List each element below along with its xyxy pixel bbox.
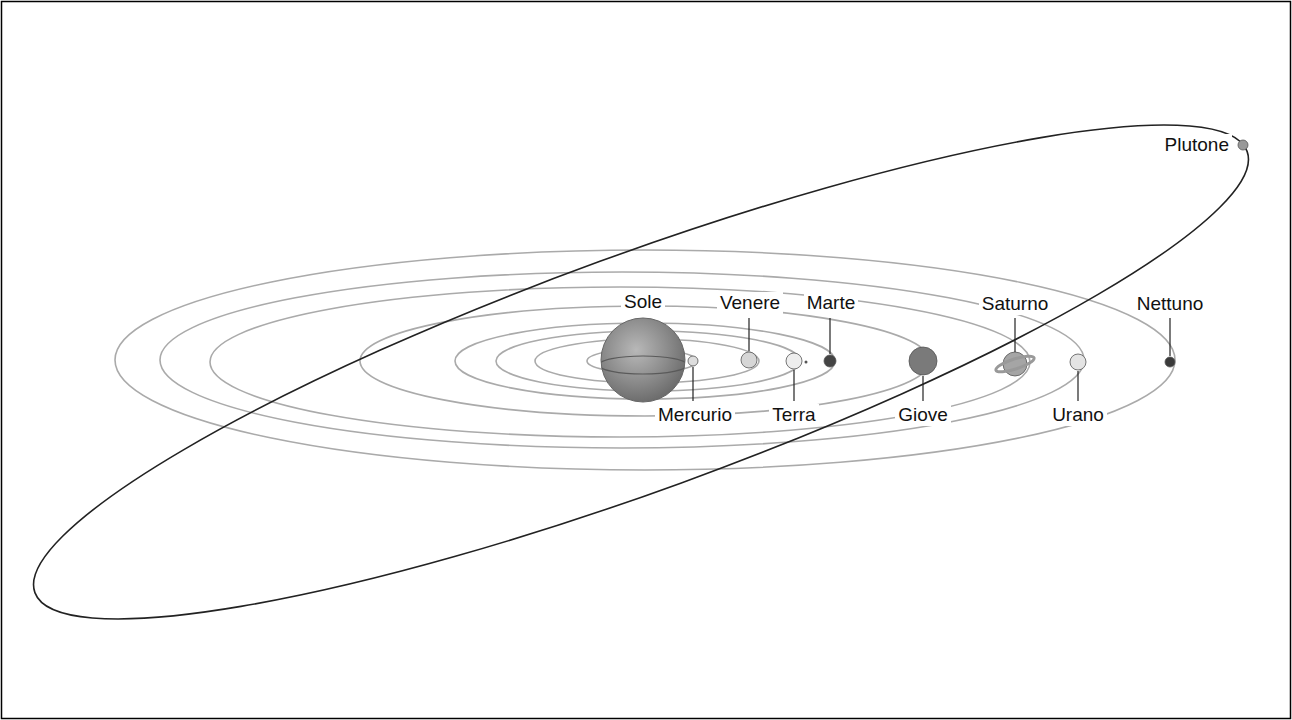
neptune-orbit xyxy=(115,250,1175,470)
leader-line xyxy=(1077,371,1078,401)
mars-planet xyxy=(824,355,836,367)
earth-planet xyxy=(786,353,802,369)
sun-label: Sole xyxy=(621,291,665,313)
mercury-planet xyxy=(688,356,698,366)
planet-label: Nettuno xyxy=(1134,293,1207,315)
venus-planet xyxy=(741,352,757,368)
uranus-orbit xyxy=(160,272,1084,448)
jupiter-planet xyxy=(909,347,937,375)
orbits xyxy=(115,250,1175,470)
leader-line xyxy=(793,370,794,401)
leader-line xyxy=(1169,318,1170,356)
sun-sphere xyxy=(601,318,685,402)
pluto-label: Plutone xyxy=(1162,134,1232,156)
neptune-planet xyxy=(1165,357,1175,367)
planets xyxy=(688,140,1248,376)
leader-line xyxy=(748,318,749,351)
saturn-orbit xyxy=(210,287,1030,437)
planet-label: Venere xyxy=(717,292,783,314)
pluto-planet xyxy=(1238,140,1248,150)
leader-line xyxy=(1014,318,1015,352)
leader-lines xyxy=(693,318,1170,401)
saturn-ring xyxy=(994,353,1035,375)
uranus-planet xyxy=(1070,354,1086,370)
leader-line xyxy=(692,367,693,401)
pluto-orbit xyxy=(0,41,1287,704)
moon xyxy=(805,361,808,364)
sun-band xyxy=(599,356,687,374)
planet-label: Giove xyxy=(895,404,951,426)
planet-label: Urano xyxy=(1049,404,1107,426)
planet-label: Marte xyxy=(804,292,859,314)
leader-line xyxy=(922,376,923,401)
planet-label: Saturno xyxy=(979,293,1052,315)
leader-line xyxy=(829,318,830,354)
planet-label: Mercurio xyxy=(655,404,735,426)
planet-label: Terra xyxy=(769,404,818,426)
sun xyxy=(599,318,687,402)
